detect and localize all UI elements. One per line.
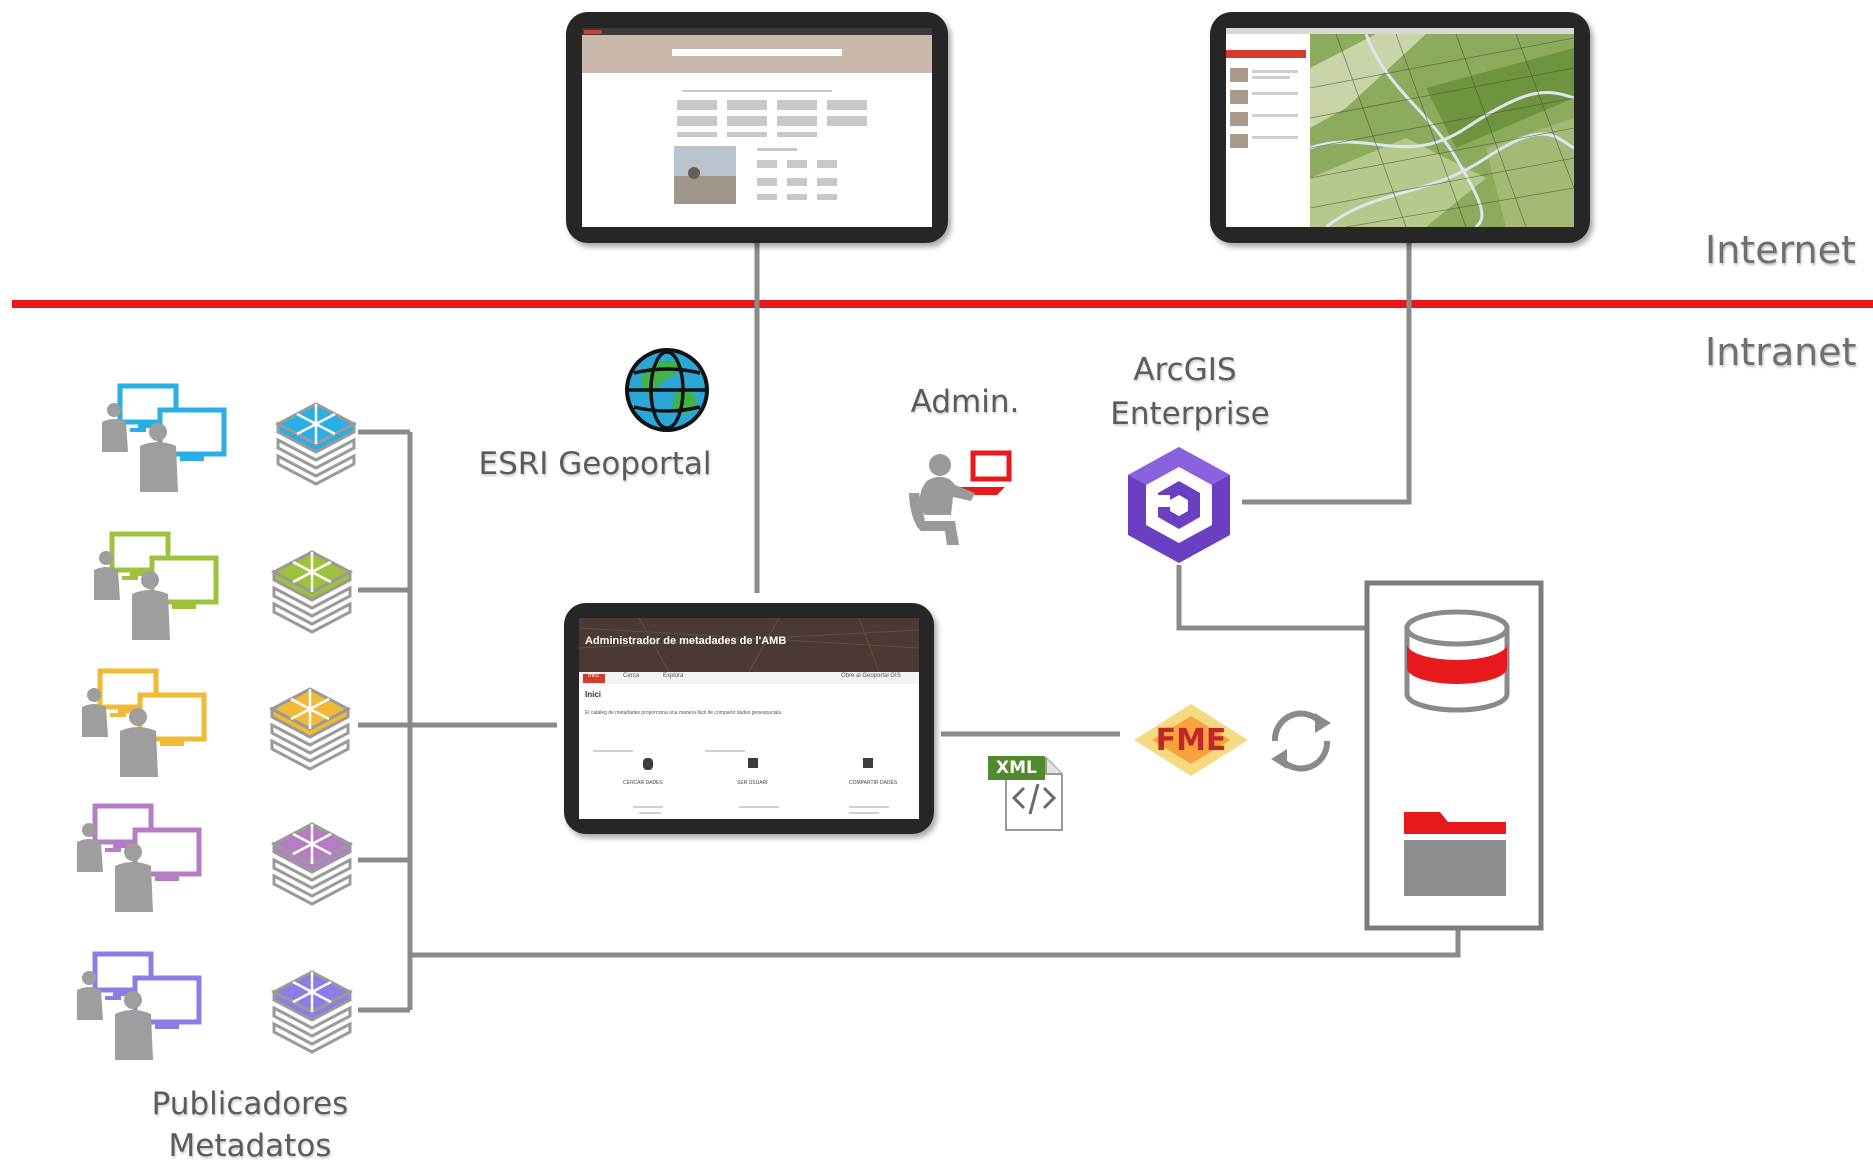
layers-icon [274,402,358,486]
admin-user-icon [909,450,1012,545]
layers-icon [270,822,354,906]
users-computers-icon [82,668,207,777]
geoportal-screenshot [582,28,932,227]
geoportal-tablet [566,12,948,243]
fme-icon: FME [1134,704,1248,776]
metadata-admin-tablet: Administrador de metadades de l'AMB Inic… [564,603,934,834]
folder-icon [1404,812,1506,896]
admin-card-search[interactable]: CERCAR DADES [623,780,663,786]
connector-storage-bus [410,928,1461,958]
admin-label: Admin. [910,384,1020,420]
xml-badge: XML [988,756,1045,780]
sync-icon [1271,710,1331,772]
database-icon [1404,609,1510,713]
admin-nav-explore[interactable]: Explora [663,673,684,679]
layers-icon [268,687,352,771]
admin-nav-open-geoportal[interactable]: Obre al Geoportal GIS [841,673,901,679]
connector-arcgis-storage [1176,565,1366,631]
admin-heading: Inici [585,690,602,699]
metadata-admin-screenshot: Administrador de metadades de l'AMB Inic… [579,618,919,819]
arcgis-icon [1128,447,1230,563]
intranet-label: Intranet [1705,330,1857,374]
admin-nav-search[interactable]: Cerca [623,673,640,679]
users-computers-icon [77,951,202,1060]
map-viewer-screenshot [1226,28,1574,227]
users-computers-icon [77,803,202,912]
fme-text: FME [1156,723,1227,758]
map-viewer-tablet [1210,12,1590,243]
arcgis-label-line2: Enterprise [1110,396,1270,432]
globe-icon [625,348,709,432]
arcgis-label-line1: ArcGIS [1133,352,1237,388]
publishers-label-line1: Publicadores [151,1086,349,1122]
layers-icon [270,970,354,1054]
admin-card-share[interactable]: COMPARTIR DADES [849,780,898,786]
layers-icon [270,550,354,634]
esri-geoportal-label: ESRI Geoportal [478,446,712,482]
users-computers-icon [102,383,227,492]
admin-app-title: Administrador de metadades de l'AMB [585,635,787,647]
connector-viewer-arcgis [1242,243,1412,505]
publishers-label-line2: Metadatos [168,1128,332,1164]
users-computers-icon [94,531,219,640]
admin-card-user[interactable]: SER USUARI [737,780,768,786]
admin-intro: El catàleg de metadades proporciona una … [585,710,783,716]
admin-nav-home[interactable]: Inici [588,673,599,679]
internet-label: Internet [1705,228,1856,272]
